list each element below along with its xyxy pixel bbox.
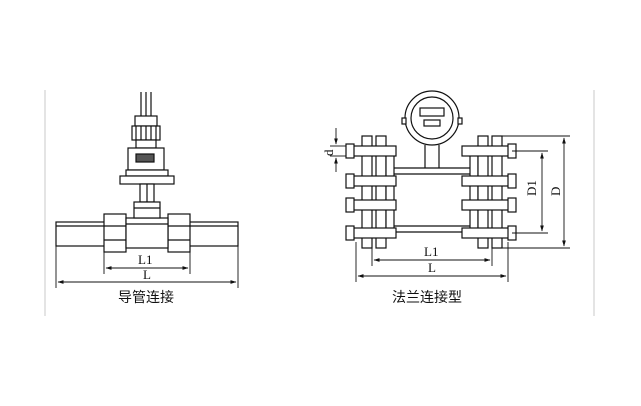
right-flange-pair bbox=[469, 135, 503, 249]
dim-label-l1-right: L1 bbox=[424, 244, 438, 259]
dim-lines-right bbox=[330, 128, 570, 282]
meter-pipe bbox=[55, 201, 239, 253]
left-bolts bbox=[345, 143, 397, 241]
dim-label-l1-left: L1 bbox=[138, 252, 152, 267]
dim-lines-left bbox=[55, 246, 239, 288]
flange-pipe bbox=[394, 167, 470, 233]
connector-head bbox=[131, 115, 161, 149]
tube-connection-diagram bbox=[55, 92, 239, 288]
caption-tube-connection: 导管连接 bbox=[118, 290, 174, 306]
flange-connection-diagram bbox=[330, 90, 570, 282]
dim-label-l-left: L bbox=[143, 267, 151, 282]
caption-flange-connection: 法兰连接型 bbox=[392, 290, 462, 306]
display-head bbox=[401, 90, 463, 146]
dim-label-d-small: d bbox=[321, 149, 336, 156]
sensor-stem bbox=[139, 183, 155, 203]
cable bbox=[140, 92, 152, 116]
neck bbox=[424, 145, 440, 168]
dim-label-l-right: L bbox=[428, 260, 436, 275]
amplifier-body bbox=[119, 147, 175, 185]
dim-label-d: D bbox=[548, 187, 563, 196]
dim-label-d1: D1 bbox=[524, 180, 539, 196]
